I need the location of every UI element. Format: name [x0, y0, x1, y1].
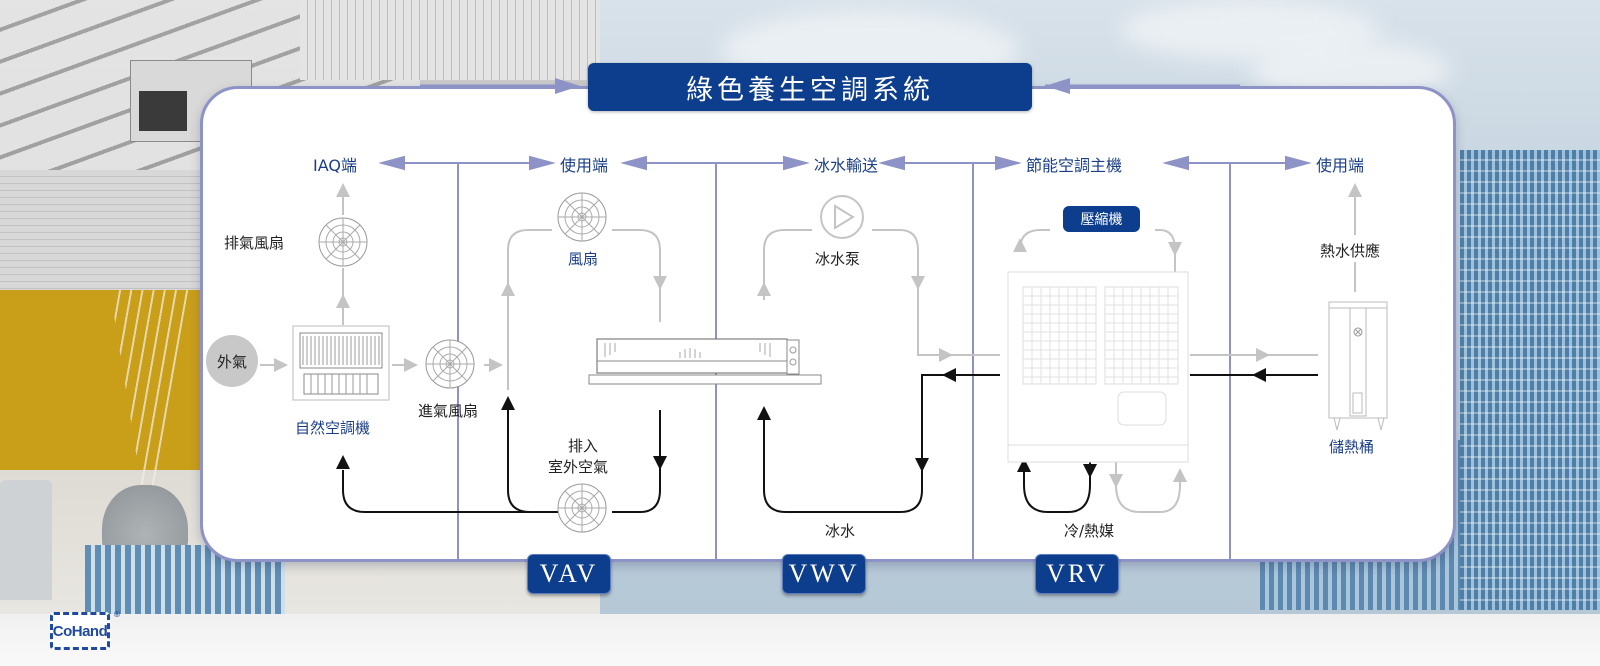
fan-icon — [557, 192, 607, 242]
outside-air-node: 外氣 — [206, 335, 258, 387]
vav-badge: VAV — [527, 554, 611, 594]
page-title: 綠色養生空調系統 — [588, 63, 1032, 111]
main-unit-icon — [1007, 271, 1189, 463]
glass-tower — [1460, 150, 1600, 610]
section-label-chilled-water: 冰水輸送 — [814, 156, 879, 175]
hot-water-supply-label: 熱水供應 — [1320, 242, 1381, 260]
exhaust-outdoor-label-1: 排入 — [568, 437, 599, 455]
natural-ac-label: 自然空調機 — [295, 419, 371, 437]
black-arrowheads — [336, 368, 1266, 478]
intake-fan-label: 進氣風扇 — [418, 402, 479, 420]
vrv-badge: VRV — [1035, 554, 1119, 594]
storage-tank-icon — [1328, 301, 1388, 431]
compressor-badge: 壓縮機 — [1063, 206, 1140, 232]
black-flows — [342, 374, 1318, 513]
chilled-pump-label: 冰水泵 — [815, 250, 861, 268]
natural-ac-unit-icon — [292, 325, 390, 401]
vwv-badge: VWV — [782, 554, 866, 594]
intake-fan-icon — [425, 339, 475, 389]
gray-arrowheads — [274, 183, 1362, 488]
pump-icon — [820, 195, 864, 239]
section-label-use-end: 使用端 — [560, 156, 609, 175]
section-arrows — [378, 155, 1312, 171]
storage-tank-label: 儲熱桶 — [1329, 438, 1375, 456]
diagram-panel — [200, 86, 1456, 562]
section-label-use-end-2: 使用端 — [1316, 156, 1365, 175]
cohand-logo[interactable]: CoHand — [50, 612, 110, 650]
section-label-main-unit: 節能空調主機 — [1026, 156, 1123, 175]
registered-mark: ® — [113, 610, 121, 619]
title-connectors — [420, 78, 1240, 94]
gray-flows — [260, 195, 1356, 513]
footer-bar — [0, 614, 1600, 666]
sofa — [0, 480, 52, 600]
fan-coil-unit-icon — [588, 338, 822, 385]
refrigerant-label: 冷/熱媒 — [1064, 522, 1115, 540]
fan-label: 風扇 — [568, 250, 599, 268]
section-label-iaq: IAQ端 — [313, 156, 357, 175]
logo-text: CoHand — [52, 622, 108, 640]
exhaust-fan-label: 排氣風扇 — [224, 234, 285, 252]
exhaust-fan-icon — [318, 217, 368, 267]
exhaust-outdoor-label-2: 室外空氣 — [548, 458, 609, 476]
outdoor-exhaust-fan-icon — [557, 483, 607, 533]
chilled-water-label: 冰水 — [825, 522, 856, 540]
